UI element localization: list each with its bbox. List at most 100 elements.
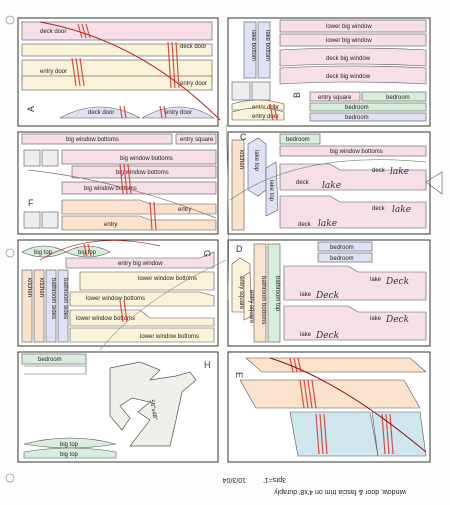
piece [317, 241, 373, 252]
panel-b: lower big window lower big window deck b… [227, 17, 431, 127]
guide-curve [39, 240, 161, 261]
piece [279, 163, 427, 191]
piece [279, 195, 427, 229]
piece-label: lake [370, 316, 382, 322]
dimension-label: 56"x48" [148, 399, 157, 420]
piece [71, 165, 217, 179]
piece-label: deck big window [326, 56, 371, 62]
panel-letter: G [202, 250, 212, 257]
panel-letter: H [204, 360, 211, 370]
pencil-guide [99, 259, 227, 351]
piece-label: bedroom [286, 137, 310, 143]
handwritten-note: Deck [315, 291, 339, 301]
piece-label: entry square [318, 95, 352, 101]
square-piece [41, 149, 59, 167]
panel-letter: C [240, 132, 247, 142]
footer-scale: 3pts=1' [263, 476, 286, 483]
binder-hole [5, 473, 15, 483]
piece-label: deck big window [326, 74, 371, 80]
piece-label: kitchen [26, 278, 32, 297]
piece [21, 133, 173, 145]
piece [21, 269, 33, 343]
piece [279, 133, 321, 145]
piece-label: bathroom sides [50, 278, 56, 319]
piece [231, 139, 245, 231]
piece-label: big window bottoms [116, 170, 169, 176]
piece-label: big window bottoms [330, 149, 383, 155]
piece [57, 269, 69, 343]
piece [21, 353, 87, 365]
handwritten-note: Deck [385, 315, 409, 325]
piece-label: bedroom [330, 256, 354, 262]
piece-label: bedroom [345, 115, 369, 121]
piece-label: deck door [40, 29, 66, 35]
piece [65, 251, 215, 269]
piece-label: deck [372, 206, 386, 212]
panel-letter: D [236, 244, 243, 254]
piece-label: bedroom [38, 357, 62, 363]
piece [289, 411, 379, 457]
piece-label: entry [104, 222, 117, 228]
red-shading [269, 103, 278, 121]
piece-label: big top [60, 452, 79, 458]
piece [69, 291, 215, 307]
handwritten-note: lake [390, 167, 409, 177]
binder-hole [5, 248, 15, 258]
piece-label: lower big window [326, 38, 372, 44]
panel-c: bedroom big window bottoms lake top lake… [227, 131, 443, 235]
piece-label: deck [372, 168, 386, 174]
piece-label: deck door [88, 110, 114, 116]
piece [21, 75, 213, 91]
piece [279, 33, 427, 47]
piece [317, 252, 373, 263]
piece [69, 327, 215, 343]
piece-label: bathroom top [274, 276, 280, 312]
piece-label: entry door [40, 69, 67, 75]
piece-label: entry door [180, 81, 207, 87]
piece [265, 161, 279, 217]
piece-label: deck [296, 180, 310, 186]
binder-hole [5, 15, 15, 25]
handwritten-note: Deck [385, 277, 409, 287]
piece [279, 47, 427, 67]
piece-label: bathroom bottoms [260, 276, 266, 324]
arch-piece [140, 106, 216, 119]
piece-label: entry square [180, 137, 214, 143]
handwritten-note: lake [318, 219, 337, 229]
edge-pointer [425, 171, 443, 195]
piece-label: big top [78, 250, 97, 256]
piece [61, 149, 217, 165]
square-piece [41, 211, 59, 229]
square-piece [251, 81, 271, 101]
handwritten-note: lake [322, 181, 341, 191]
square-piece [23, 211, 41, 229]
piece-label: lake bottom [264, 30, 270, 61]
piece [61, 215, 217, 231]
piece [283, 265, 427, 301]
guide-curve [27, 169, 217, 219]
square-piece [23, 149, 41, 167]
piece-label: bedroom [386, 95, 410, 101]
piece-label: bathroom sides [62, 278, 68, 319]
piece-label: lake bottom [250, 30, 256, 61]
handwritten-note: Deck [315, 331, 339, 341]
piece-outline [24, 365, 87, 375]
panel-h: bedroom 56"x48" H big top big top [17, 351, 219, 463]
piece-label: entry door [165, 110, 192, 116]
piece-label: bedroom [345, 105, 369, 111]
piece-label: deck [298, 222, 312, 228]
piece-label: big window bottoms [120, 156, 173, 162]
piece-label: entry door [252, 105, 279, 111]
piece [69, 309, 215, 327]
piece [309, 102, 427, 112]
guide-curve [39, 21, 221, 121]
piece [33, 269, 45, 343]
piece-label: entry square [248, 290, 254, 324]
panel-a: deck door deck door entry door entry doo… [17, 17, 221, 127]
piece-label: lake top [268, 180, 274, 202]
footer-title: window, door & fascia trim on 4'x8' dura… [274, 488, 407, 495]
piece [45, 269, 57, 343]
panel-letter: B [292, 92, 302, 98]
panel-letter: A [26, 106, 36, 112]
